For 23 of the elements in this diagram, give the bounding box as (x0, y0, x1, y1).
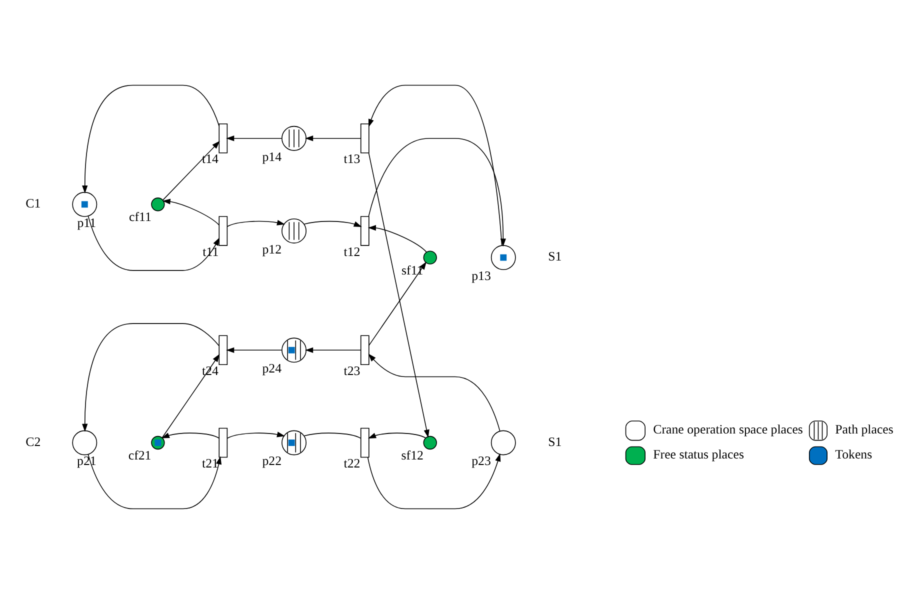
legend-label: Crane operation space places (653, 422, 803, 437)
node-label: C1 (26, 196, 41, 210)
legend-label: Tokens (835, 448, 872, 462)
node-label: p12 (262, 242, 282, 256)
node-label: S1 (548, 250, 562, 264)
node-label: t13 (344, 152, 360, 166)
node-label: t14 (202, 152, 219, 166)
node-label: t12 (344, 244, 360, 259)
node-label: t21 (202, 456, 219, 471)
legend-label: Path places (835, 422, 894, 437)
node-label: S1 (548, 434, 562, 449)
node-label: t23 (344, 364, 360, 378)
node-label: p13 (472, 268, 491, 283)
node-label: p23 (472, 454, 491, 468)
node-label: p22 (262, 454, 282, 468)
node-label: p14 (262, 150, 282, 164)
legend-label: Free status places (653, 448, 744, 462)
node-label: C2 (26, 434, 41, 449)
node-label: cf21 (128, 448, 152, 462)
node-label: t22 (344, 456, 360, 471)
node-label: cf11 (129, 210, 152, 224)
node-label: sf12 (401, 448, 424, 462)
node-label: p24 (262, 362, 282, 376)
